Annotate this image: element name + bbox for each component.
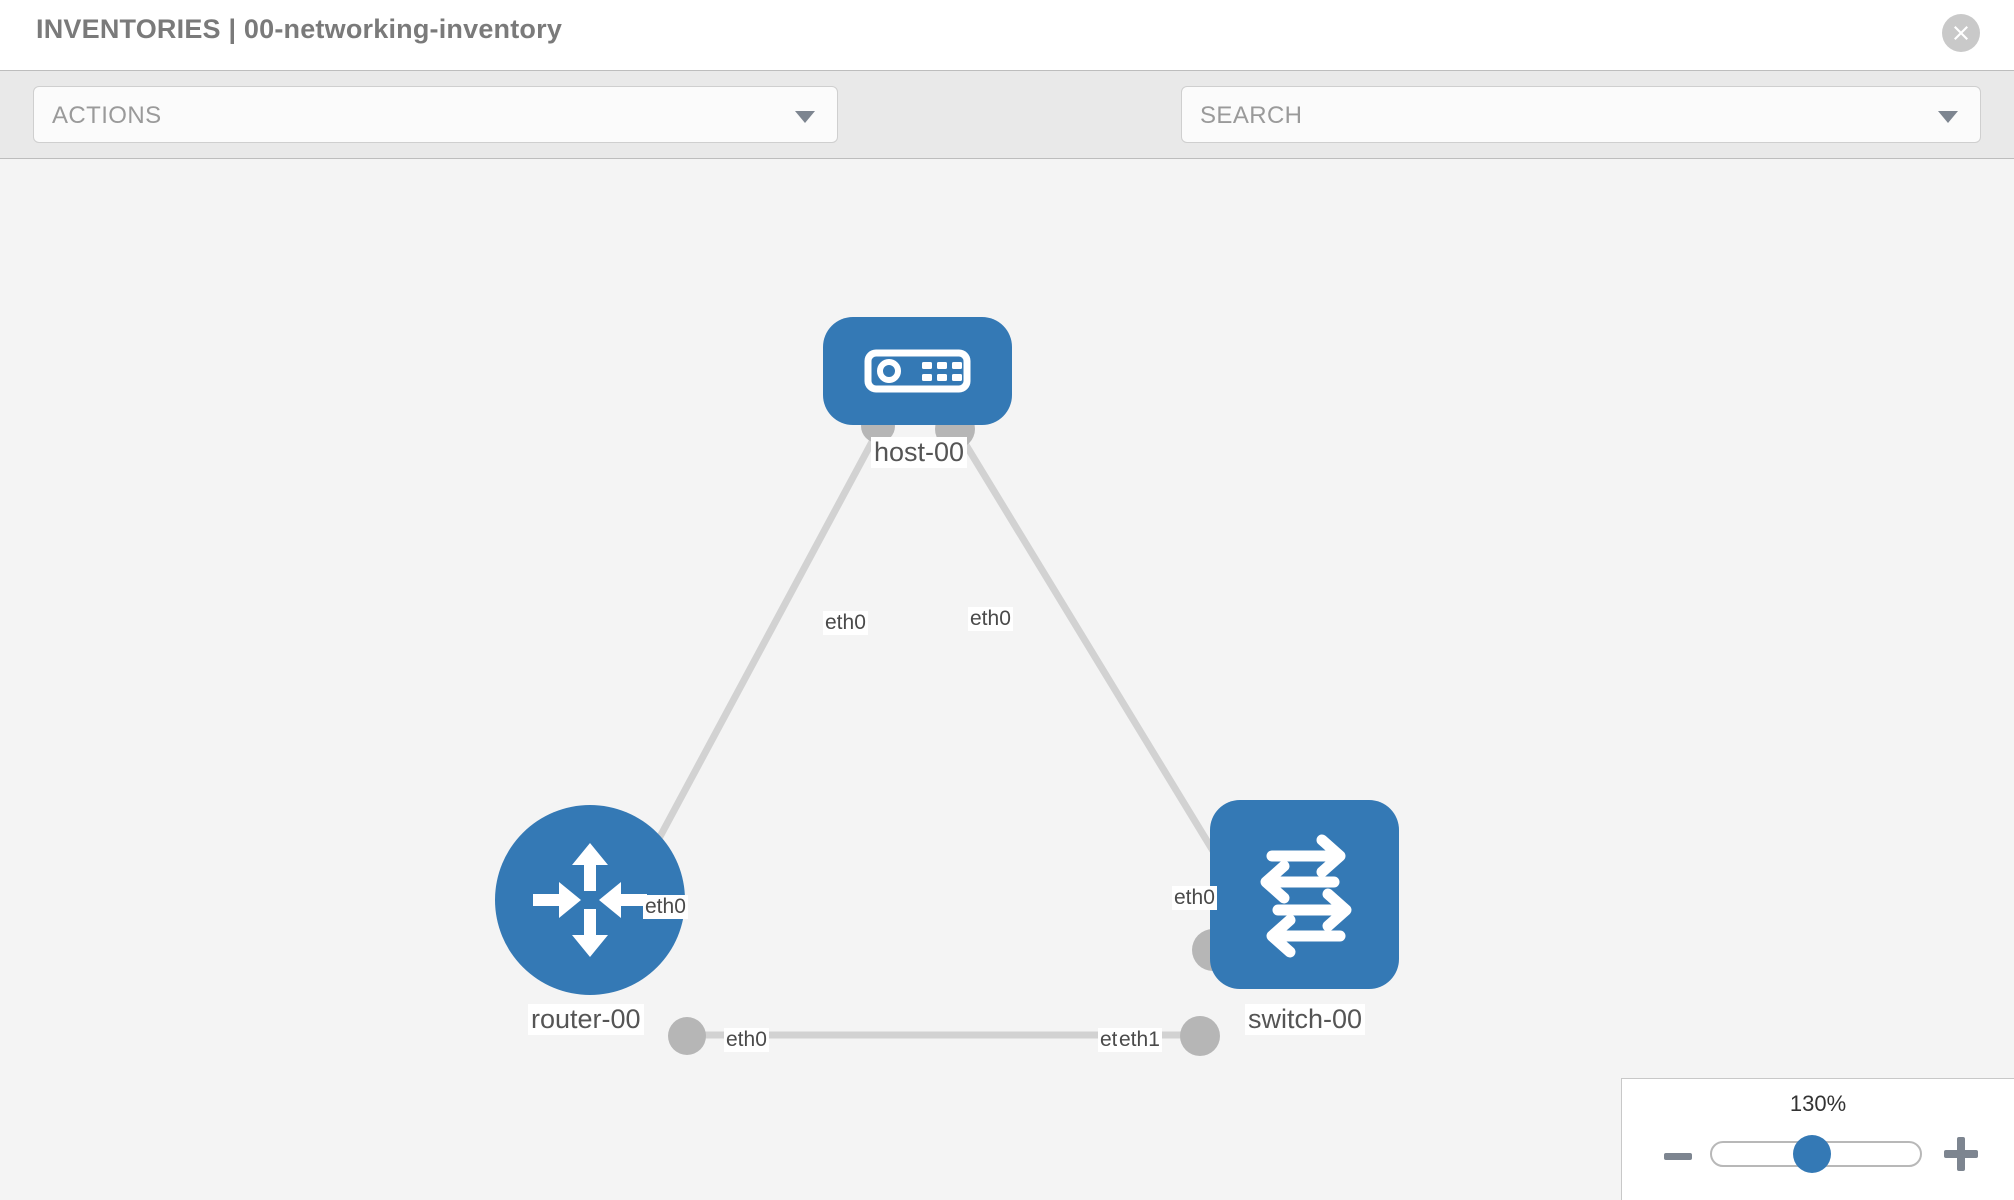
edge-label-interface: eth0 — [724, 1028, 769, 1052]
close-icon[interactable] — [1942, 14, 1980, 52]
topology-node-host-00[interactable] — [823, 317, 1012, 425]
switch-arrows-icon — [1260, 834, 1352, 958]
edge-label-interface: eth0 — [823, 611, 868, 635]
toolbar: ACTIONS SEARCH — [0, 70, 2014, 201]
connector-nub — [668, 1017, 706, 1055]
page-title: INVENTORIES | 00-networking-inventory — [36, 14, 563, 44]
zoom-slider-thumb[interactable] — [1793, 1135, 1831, 1173]
actions-dropdown[interactable]: ACTIONS — [33, 86, 838, 143]
server-icon — [864, 349, 971, 393]
zoom-level-value: 130% — [1789, 1091, 1847, 1116]
edge-label-interface: eth0 — [643, 895, 688, 919]
edge-host00-router00 — [644, 423, 884, 863]
search-placeholder: SEARCH — [1200, 102, 1303, 129]
topology-node-switch-00[interactable] — [1210, 800, 1399, 989]
topology-edges — [644, 423, 1222, 1039]
topology-node-label-switch-00: switch-00 — [1245, 1004, 1366, 1035]
search-input[interactable]: SEARCH — [1181, 86, 1981, 143]
node-shape — [1210, 800, 1399, 989]
zoom-control-panel: 130% — [1621, 1078, 2014, 1200]
edge-host00-switch00 — [951, 423, 1222, 863]
edge-label-interface: eth0 — [1172, 886, 1217, 910]
topology-node-label-host-00: host-00 — [871, 437, 968, 468]
actions-dropdown-label: ACTIONS — [52, 102, 162, 129]
chevron-down-icon — [795, 111, 815, 123]
plus-icon[interactable] — [1944, 1137, 1978, 1171]
router-arrows-icon — [533, 843, 647, 957]
edge-label-interface: eth0 — [968, 607, 1013, 631]
topology-node-router-00[interactable] — [495, 805, 685, 995]
node-shape — [823, 317, 1012, 425]
connector-nub — [1180, 1016, 1220, 1056]
topology-node-label-router-00: router-00 — [528, 1004, 644, 1035]
edge-label-interface: eth1 — [1117, 1028, 1162, 1052]
minus-icon[interactable] — [1664, 1153, 1692, 1160]
page-header: INVENTORIES | 00-networking-inventory — [0, 0, 2014, 70]
chevron-down-icon[interactable] — [1938, 111, 1958, 123]
topology-canvas[interactable]: host-00 router-00 — [0, 159, 2014, 1200]
